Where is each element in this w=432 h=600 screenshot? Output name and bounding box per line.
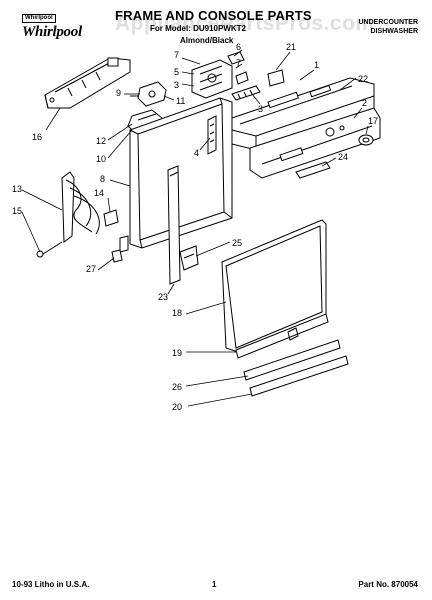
part-handle-clip-25	[179, 245, 199, 271]
callout-13: 13	[12, 184, 22, 194]
part-vent-strip-23	[167, 165, 181, 285]
callout-23: 23	[158, 292, 168, 302]
callout-24: 24	[338, 152, 348, 162]
footer-litho: 10-93 Litho in U.S.A.	[12, 580, 90, 589]
callout-25: 25	[232, 238, 242, 248]
callout-3-left: 3	[174, 80, 179, 90]
whirlpool-logo: Whirlpool Whirlpool	[8, 10, 103, 46]
callout-1: 1	[314, 60, 319, 70]
part-hinge-bracket	[130, 81, 167, 107]
callout-6-top: 6	[236, 42, 241, 52]
logo-badge: Whirlpool	[22, 14, 56, 23]
callout-2: 2	[362, 98, 367, 108]
callout-22: 22	[358, 74, 368, 84]
callout-20: 20	[172, 402, 182, 412]
part-door-frame-8	[119, 97, 233, 253]
product-type-line1: UNDERCOUNTER	[358, 19, 419, 26]
color-variant: Almond/Black	[180, 36, 234, 45]
leader-lines	[21, 49, 369, 407]
callout-26: 26	[172, 382, 182, 392]
part-console-panel	[231, 77, 381, 179]
callout-5: 5	[174, 67, 179, 77]
callout-9: 9	[116, 88, 121, 98]
product-type-line2: DISHWASHER	[370, 28, 418, 35]
part-wiring-harness-13	[36, 171, 119, 258]
callout-16: 16	[32, 132, 42, 142]
part-label-24	[295, 161, 331, 179]
part-lower-strip-20	[249, 355, 349, 397]
page-title: FRAME AND CONSOLE PARTS	[115, 8, 312, 23]
callout-14: 14	[94, 188, 104, 198]
part-door-panel-18	[221, 219, 327, 353]
callout-8: 8	[100, 174, 105, 184]
callout-21: 21	[286, 42, 296, 52]
part-latch-assembly	[191, 51, 249, 99]
logo-brand-name: Whirlpool	[22, 24, 82, 40]
callout-10: 10	[96, 154, 106, 164]
callout-11: 11	[176, 96, 185, 106]
callout-7-left: 7	[174, 50, 179, 60]
callout-15: 15	[12, 206, 22, 216]
footer-part-number: Part No. 870054	[358, 580, 418, 589]
callout-4: 4	[194, 148, 199, 158]
watermark-text: AppliancePartsPros.com	[115, 12, 375, 35]
callout-17: 17	[368, 116, 378, 126]
part-switch-21	[267, 69, 285, 87]
part-frame-rail-4	[207, 115, 217, 155]
part-knob-17	[358, 134, 374, 146]
callout-7-right: 7	[236, 58, 241, 68]
callout-18: 18	[172, 308, 182, 318]
model-number: For Model: DU910PWKT2	[150, 24, 247, 33]
callout-12: 12	[96, 136, 106, 146]
callout-27: 27	[86, 264, 96, 274]
product-type: UNDERCOUNTER DISHWASHER	[359, 18, 419, 36]
callout-labels: 16 7 5 3 6 7 9 11 12 10 4 8 21 1 22 2 17…	[12, 42, 378, 412]
callout-3-console: 3	[258, 104, 263, 114]
part-bracket-16	[44, 57, 131, 109]
part-toe-kick-26	[243, 339, 341, 381]
part-clip-27	[111, 249, 123, 263]
part-bottom-trim-19	[235, 313, 329, 359]
part-console-bracket-3	[231, 85, 261, 101]
footer-page-number: 1	[212, 580, 217, 589]
callout-19: 19	[172, 348, 182, 358]
